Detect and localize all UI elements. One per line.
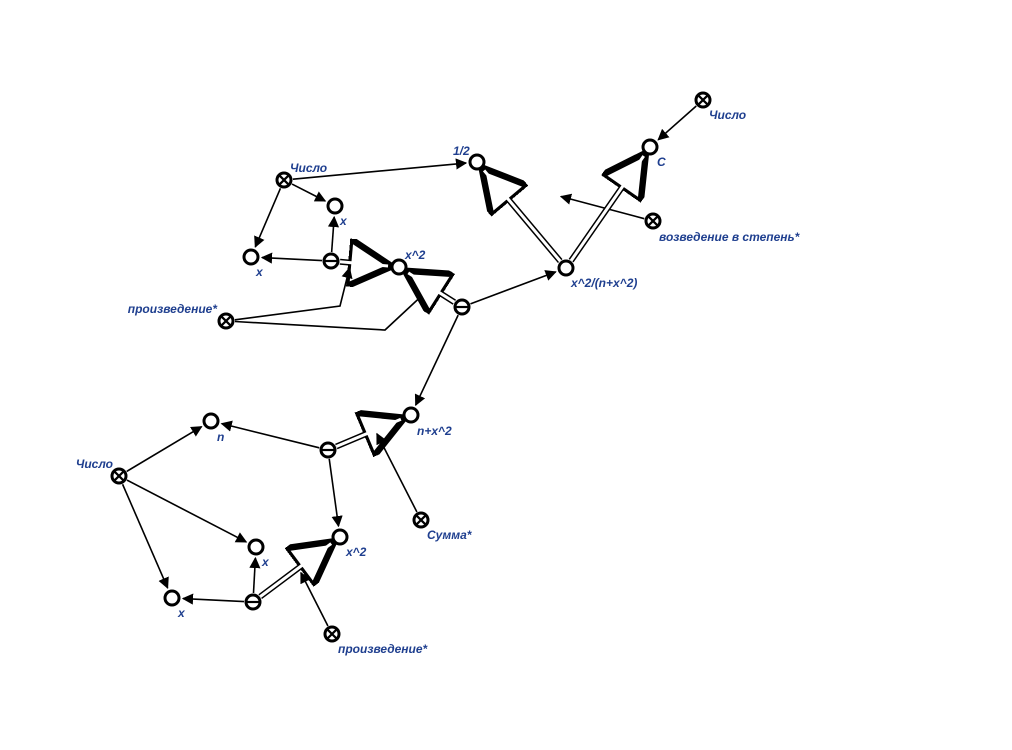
concept-node-x_u1[interactable] (326, 197, 344, 215)
operation-node-prod_l[interactable] (323, 625, 341, 643)
node-label-half: 1/2 (453, 144, 470, 158)
concept-node-x2_u[interactable] (390, 258, 408, 276)
operation-node-prod_u[interactable] (217, 312, 235, 330)
node-label-x_l2: x (177, 606, 186, 620)
concept-node-C[interactable] (641, 138, 659, 156)
connector-node-dash_mid[interactable] (453, 298, 471, 316)
edge-dash_l1-to-x2_l (328, 458, 343, 528)
nodes-layer (110, 91, 712, 643)
operation-node-num_lower[interactable] (110, 467, 128, 485)
concept-node-frac[interactable] (557, 259, 575, 277)
edge-dash_l1-to-n (220, 420, 320, 449)
node-label-num_lower: Число (76, 457, 113, 471)
edge-num_lower-to-n (126, 425, 203, 473)
node-label-npx2: n+x^2 (417, 424, 452, 438)
node-label-prod_u: произведение* (128, 302, 219, 316)
node-label-x2_l: x^2 (345, 545, 367, 559)
node-label-n: n (217, 430, 224, 444)
circle-icon (468, 153, 486, 171)
concept-node-x_l1[interactable] (247, 538, 265, 556)
node-label-x_l1: x (261, 555, 270, 569)
edge-num_upper-to-x_u1 (291, 183, 327, 202)
operation-node-pow_op[interactable] (644, 212, 662, 230)
edge-num_upper-to-half (292, 158, 468, 180)
circle-icon (326, 197, 344, 215)
concept-node-x2_l[interactable] (331, 528, 349, 546)
edge-num_upper-to-x_u2 (254, 187, 282, 248)
edges-layer (121, 105, 697, 627)
double-edge-dash_l1-to-npx2 (335, 419, 401, 446)
double-edge-frac-to-C (568, 156, 644, 263)
circle-icon (242, 248, 260, 266)
edge-num_lower-to-x_l1 (126, 479, 248, 543)
node-label-x2_u: x^2 (404, 248, 426, 262)
circle-icon (557, 259, 575, 277)
edge-prod_u-to-dash_u1_x2_mid (234, 266, 353, 321)
edge-dash_l2-to-x_l2 (181, 593, 245, 605)
circle-icon (641, 138, 659, 156)
edge-pow_op-to-frac_C_mid (559, 193, 645, 220)
operation-node-num_upper[interactable] (275, 171, 293, 189)
edge-dash_mid-to-npx2 (414, 314, 459, 407)
connector-node-dash_l2[interactable] (244, 593, 262, 611)
operation-node-sum_op[interactable] (412, 511, 430, 529)
double-edge-dash_mid-to-x2_u (408, 273, 457, 302)
double-edge-dash_u1-to-x2_u (339, 262, 388, 266)
edge-num_lower-to-x_l2 (121, 483, 169, 589)
circle-icon (247, 538, 265, 556)
node-label-x_u1: x (339, 214, 348, 228)
circle-icon (390, 258, 408, 276)
edge-prod_l-to-dash_l2_x2_mid (300, 571, 329, 627)
node-label-num_upper: Число (290, 161, 327, 175)
operation-node-num_top_right[interactable] (694, 91, 712, 109)
concept-node-half[interactable] (468, 153, 486, 171)
node-label-C: C (657, 155, 666, 169)
double-edge-dash_l2-to-x2_l (258, 544, 331, 600)
circle-icon (202, 412, 220, 430)
circle-icon (402, 406, 420, 424)
edge-sum_op-to-dash_l1_npx2_mid (376, 432, 418, 513)
connector-node-dash_l1[interactable] (319, 441, 337, 459)
node-label-x_u2: x (255, 265, 264, 279)
edge-dash_u1-to-x_u1 (327, 215, 340, 253)
node-label-frac: x^2/(n+x^2) (570, 276, 637, 290)
concept-node-n[interactable] (202, 412, 220, 430)
edge-num_top_right-to-C (657, 105, 697, 141)
edge-dash_u1-to-x_u2 (260, 252, 323, 264)
double-edge-frac-to-half (484, 170, 563, 264)
connector-node-dash_u1[interactable] (322, 252, 340, 270)
circle-icon (163, 589, 181, 607)
edge-dash_mid-to-frac (470, 270, 557, 305)
edge-prod_u-to-dash_mid_x2_mid (234, 290, 428, 331)
concept-node-x_l2[interactable] (163, 589, 181, 607)
node-label-sum_op: Сумма* (427, 528, 473, 542)
node-label-pow_op: возведение в степень* (659, 230, 801, 244)
circle-icon (331, 528, 349, 546)
concept-node-x_u2[interactable] (242, 248, 260, 266)
node-label-num_top_right: Число (709, 108, 746, 122)
concept-node-npx2[interactable] (402, 406, 420, 424)
node-label-prod_l: произведение* (338, 642, 429, 656)
edge-dash_l2-to-x_l1 (249, 556, 261, 594)
